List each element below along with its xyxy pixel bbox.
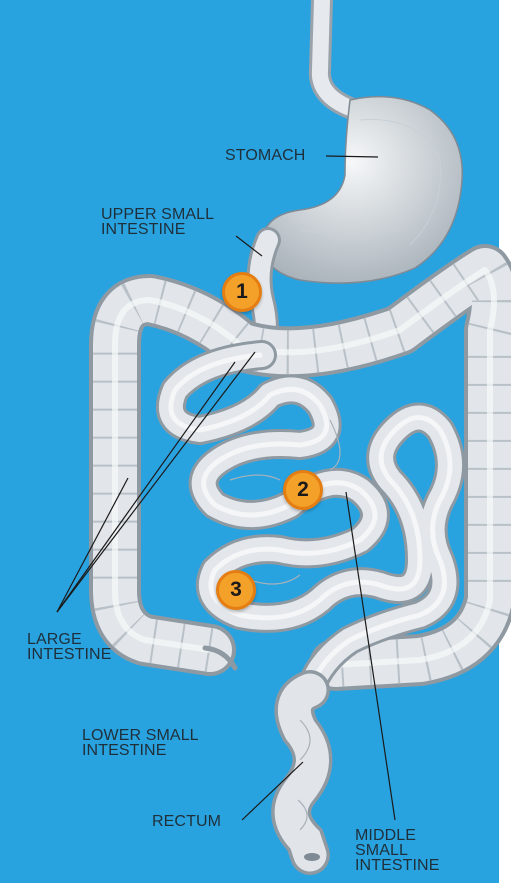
- stomach: [262, 97, 462, 283]
- label-middle-small-intestine: MIDDLE SMALL INTESTINE: [355, 828, 439, 873]
- marker-1: 1: [222, 272, 262, 312]
- marker-3: 3: [216, 570, 256, 610]
- esophagus: [320, 0, 350, 108]
- label-lower-small-intestine: LOWER SMALL INTESTINE: [82, 728, 199, 758]
- label-stomach: STOMACH: [225, 148, 305, 163]
- marker-2: 2: [283, 470, 323, 510]
- label-rectum: RECTUM: [152, 814, 221, 829]
- rectum: [291, 690, 320, 861]
- label-large-intestine: LARGE INTESTINE: [27, 632, 111, 662]
- label-upper-small-intestine: UPPER SMALL INTESTINE: [101, 207, 214, 237]
